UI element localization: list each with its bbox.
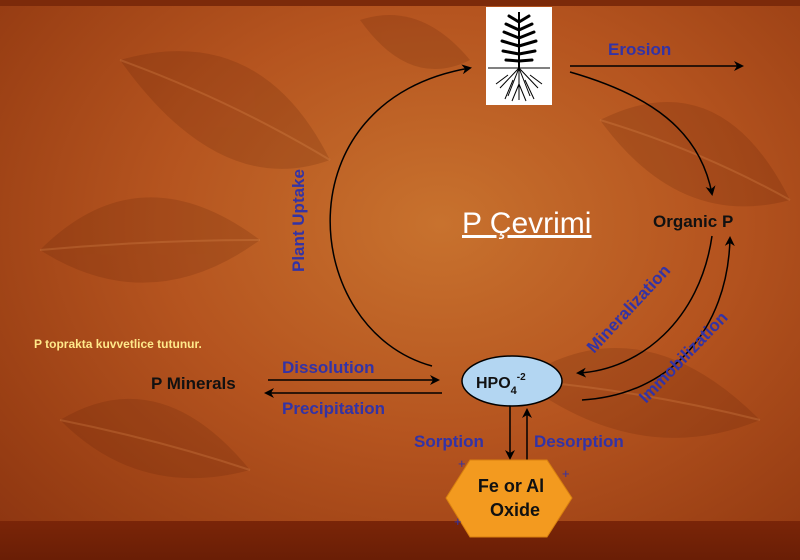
hpo4-node: HPO4 -2 — [461, 355, 563, 407]
desorption-label: Desorption — [534, 432, 624, 451]
charge-plus: + — [454, 514, 462, 529]
hpo4-subscript: 4 — [511, 385, 518, 397]
plant-to-organic-arrow — [569, 71, 716, 196]
hpo4-base: HPO — [476, 375, 511, 392]
precipitation-label: Precipitation — [282, 399, 385, 418]
erosion-label: Erosion — [608, 40, 671, 59]
oxide-label-line1: Fe or Al — [478, 476, 544, 496]
mineralization-arrow — [576, 235, 713, 378]
svg-text:HPO4-2: HPO4 -2 — [476, 372, 526, 397]
organic-p-label: Organic P — [653, 212, 733, 231]
oxide-node: Fe or Al Oxide — [445, 459, 573, 538]
mineralization-label: Mineralization — [583, 261, 674, 357]
dissolution-label: Dissolution — [282, 358, 375, 377]
plant-uptake-arrow — [329, 64, 472, 367]
plant-uptake-label: Plant Uptake — [289, 169, 308, 272]
immobilization-arrow — [581, 236, 735, 401]
sorption-label: Sorption — [414, 432, 484, 451]
hpo4-superscript: -2 — [517, 372, 526, 383]
note-text: P toprakta kuvvetlice tutunur. — [34, 337, 202, 351]
charge-plus: + — [562, 466, 570, 481]
oxide-label-line2: Oxide — [490, 500, 540, 520]
plant-icon — [486, 7, 552, 105]
bottom-band — [0, 521, 800, 560]
p-minerals-label: P Minerals — [151, 374, 236, 393]
charge-plus: + — [458, 456, 466, 471]
immobilization-label: Immobilization — [635, 308, 731, 407]
diagram-title: P Çevrimi — [462, 207, 591, 240]
top-band — [0, 0, 800, 6]
